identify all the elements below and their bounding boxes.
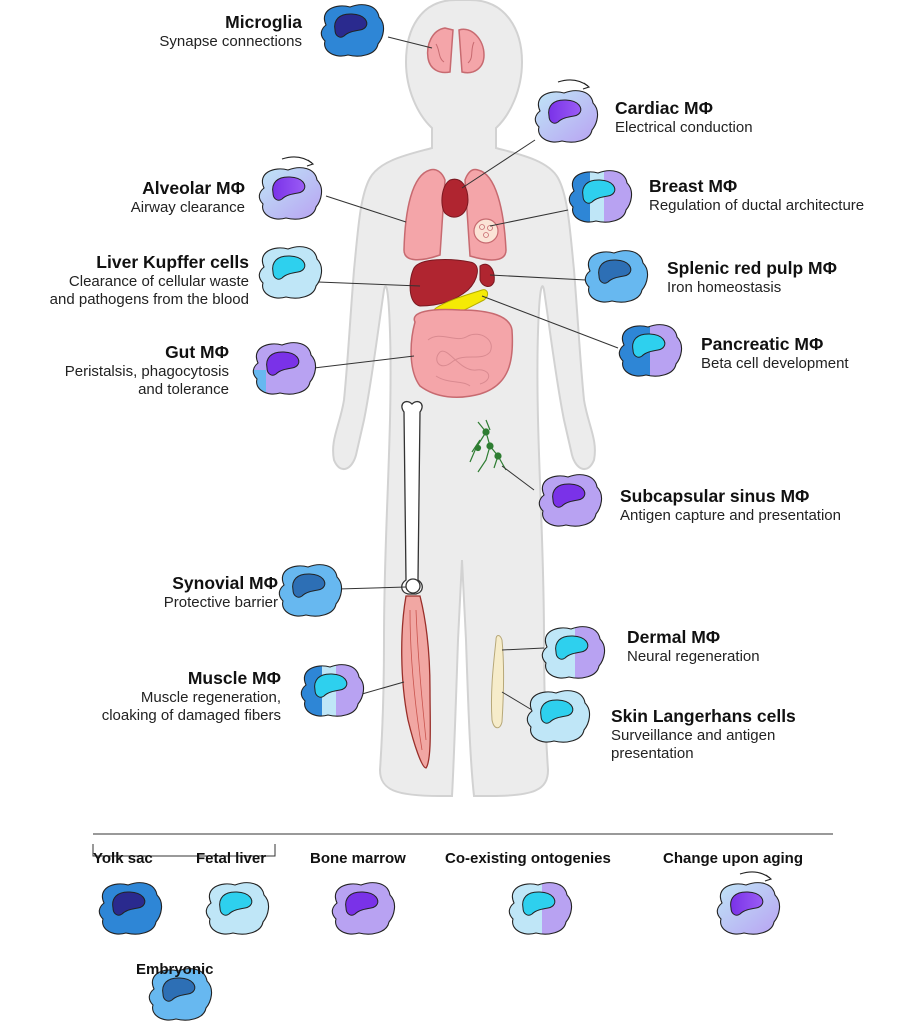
cell-title: Pancreatic MΦ	[701, 334, 849, 355]
macrophage-cell-8	[610, 310, 690, 390]
label-breast: Breast MΦ Regulation of ductal architect…	[649, 176, 864, 215]
legend-cell-4	[509, 868, 584, 948]
label-pancreatic: Pancreatic MΦ Beta cell development	[701, 334, 849, 373]
cell-description: Surveillance and antigen	[611, 727, 796, 745]
macrophage-cell-13	[527, 691, 589, 742]
legend-cell-3	[332, 883, 394, 934]
cell-description: Clearance of cellular waste	[50, 273, 249, 291]
macrophage-cell-2	[535, 80, 597, 142]
cell-title: Liver Kupffer cells	[50, 252, 249, 273]
label-synovial: Synovial MΦ Protective barrier	[164, 573, 278, 612]
cell-description: Iron homeostasis	[667, 279, 837, 297]
cell-description: Airway clearance	[131, 199, 245, 217]
label-microglia: Microglia Synapse connections	[159, 12, 302, 51]
label-splenic: Splenic red pulp MΦ Iron homeostasis	[667, 258, 837, 297]
cell-description: Synapse connections	[159, 33, 302, 51]
legend-cell-2	[206, 883, 268, 934]
cell-description: presentation	[611, 745, 796, 763]
cell-description: cloaking of damaged fibers	[102, 707, 281, 725]
cell-description: Neural regeneration	[627, 648, 760, 666]
label-kupffer: Liver Kupffer cells Clearance of cellula…	[50, 252, 249, 309]
macrophage-cell-12	[292, 650, 376, 730]
macrophage-cell-1	[321, 5, 383, 56]
legend-cell-5	[717, 872, 779, 934]
cell-title: Alveolar MΦ	[131, 178, 245, 199]
cell-title: Microglia	[159, 12, 302, 33]
legend-label-embryonic: Embryonic	[136, 961, 214, 978]
cell-title: Splenic red pulp MΦ	[667, 258, 837, 279]
macrophage-cell-5	[259, 247, 321, 298]
label-cardiac: Cardiac MΦ Electrical conduction	[615, 98, 753, 137]
cell-description: Muscle regeneration,	[102, 689, 281, 707]
cell-title: Muscle MΦ	[102, 668, 281, 689]
macrophage-cell-4	[560, 156, 644, 236]
label-alveolar: Alveolar MΦ Airway clearance	[131, 178, 245, 217]
cell-description: Regulation of ductal architecture	[649, 197, 864, 215]
macrophage-cell-3	[259, 157, 321, 219]
legend-label-coexisting: Co-existing ontogenies	[445, 850, 611, 867]
cell-title: Gut MΦ	[65, 342, 229, 363]
label-langerhans: Skin Langerhans cells Surveillance and a…	[611, 706, 796, 763]
heart	[442, 179, 468, 217]
legend-label-yolk-sac: Yolk sac	[93, 850, 153, 867]
intestines	[411, 310, 512, 398]
cell-description: Electrical conduction	[615, 119, 753, 137]
label-muscle: Muscle MΦ Muscle regeneration, cloaking …	[102, 668, 281, 725]
macrophage-cell-9	[539, 475, 601, 526]
cell-title: Dermal MΦ	[627, 627, 760, 648]
legend-cell-1	[99, 883, 161, 934]
cell-description: Antigen capture and presentation	[620, 507, 841, 525]
cell-description: Peristalsis, phagocytosis	[65, 363, 229, 381]
cell-title: Subcapsular sinus MΦ	[620, 486, 841, 507]
cell-description: and tolerance	[65, 381, 229, 399]
legend-label-fetal-liver: Fetal liver	[196, 850, 266, 867]
macrophage-cell-7	[244, 328, 324, 410]
label-dermal: Dermal MΦ Neural regeneration	[627, 627, 760, 666]
cell-description: Beta cell development	[701, 355, 849, 373]
cell-description: and pathogens from the blood	[50, 291, 249, 309]
label-gut: Gut MΦ Peristalsis, phagocytosis and tol…	[65, 342, 229, 399]
macrophage-cell-6	[585, 251, 647, 302]
cell-title: Skin Langerhans cells	[611, 706, 796, 727]
cell-description: Protective barrier	[164, 594, 278, 612]
label-subcapsular: Subcapsular sinus MΦ Antigen capture and…	[620, 486, 841, 525]
legend-label-bone-marrow: Bone marrow	[310, 850, 406, 867]
breast	[474, 219, 498, 243]
macrophage-cell-10	[279, 565, 341, 616]
cell-title: Synovial MΦ	[164, 573, 278, 594]
cell-title: Breast MΦ	[649, 176, 864, 197]
cell-title: Cardiac MΦ	[615, 98, 753, 119]
legend-label-aging: Change upon aging	[663, 850, 803, 867]
macrophage-cell-11	[542, 612, 617, 692]
